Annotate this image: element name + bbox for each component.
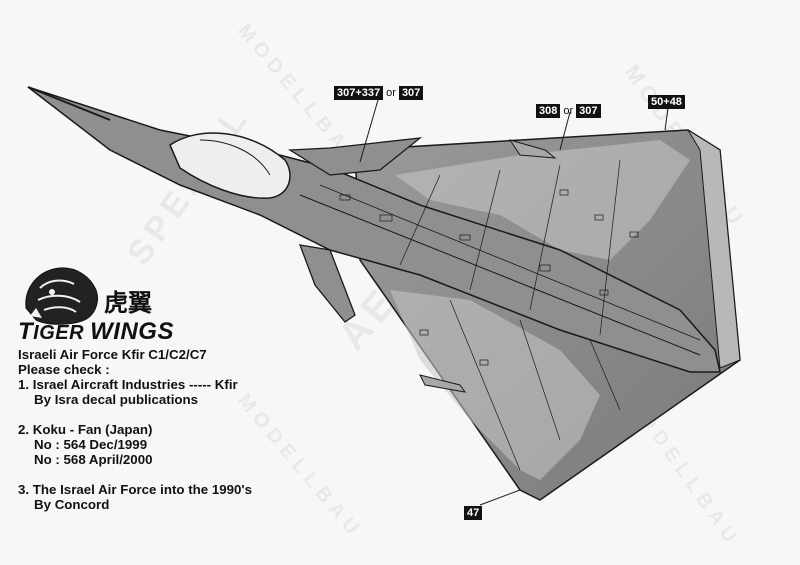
tag-337: 337 — [361, 87, 381, 99]
callout-or: or — [386, 87, 396, 99]
ref1-line1: 1. Israel Aircraft Industries ----- Kfir — [18, 377, 238, 392]
tag-307-alt: 307 — [398, 86, 424, 100]
callout-wing-number: 308 or 307 — [536, 104, 601, 118]
ref3-line1: 3. The Israel Air Force into the 1990's — [18, 482, 252, 497]
tag-47: 47 — [464, 506, 483, 520]
tiger-head-logo — [25, 267, 99, 325]
wing-fence-lower — [419, 374, 467, 393]
callout-tail-number: 307+337 or 307 — [334, 86, 424, 100]
panel-lines — [339, 159, 639, 471]
logo-wings: WINGS — [90, 318, 174, 345]
ref3-line2: By Concord — [34, 497, 110, 512]
logo-cjk-text: 虎翼 — [104, 288, 152, 317]
fuselage-centerline — [299, 194, 701, 356]
tag-308: 308 — [536, 104, 561, 118]
callout-or-wing: or — [563, 105, 574, 117]
pitot-probe — [27, 86, 111, 121]
notes-please-check: Please check : — [18, 362, 110, 377]
callout-tip-number: 50+48 — [648, 95, 685, 109]
ref1-line2: By Isra decal publications — [34, 392, 199, 407]
cockpit-canopy — [169, 132, 291, 199]
camo-lower — [390, 290, 600, 480]
canard-lower — [298, 244, 356, 323]
notes-heading: Israeli Air Force Kfir C1/C2/C7 — [18, 347, 207, 362]
trailing-edge-strip — [687, 129, 741, 369]
notes-spacer-1 — [18, 407, 252, 422]
fuselage-spine — [319, 184, 701, 341]
wing-fence-upper — [508, 139, 557, 159]
tag-50-48: 50+48 — [648, 95, 685, 109]
camo-upper — [395, 140, 690, 260]
tag-50: 50 — [651, 96, 664, 108]
ref2-line2: No : 564 Dec/1999 — [34, 437, 148, 452]
tag-307-wing: 307 — [576, 104, 601, 118]
tag-48: 48 — [669, 96, 682, 108]
logo-t: T — [18, 318, 34, 345]
ref2-line1: 2. Koku - Fan (Japan) — [18, 422, 153, 437]
notes-spacer-2 — [18, 467, 252, 482]
reference-notes: Israeli Air Force Kfir C1/C2/C7 Please c… — [18, 347, 252, 512]
callout-lower-number: 47 — [464, 506, 483, 520]
tag-plus: + — [355, 87, 362, 99]
ref2-line3: No : 568 April/2000 — [34, 452, 153, 467]
canopy-frame — [199, 139, 271, 176]
callout-leaders — [359, 99, 669, 506]
logo-wordmark: TIGER WINGS — [18, 318, 174, 346]
tag-307: 307+337 — [334, 86, 384, 100]
logo-iger: IGER — [33, 322, 85, 344]
tag-plus-tip: + — [663, 96, 670, 108]
canard-upper — [287, 137, 423, 176]
tag-307-a: 307 — [337, 87, 356, 99]
